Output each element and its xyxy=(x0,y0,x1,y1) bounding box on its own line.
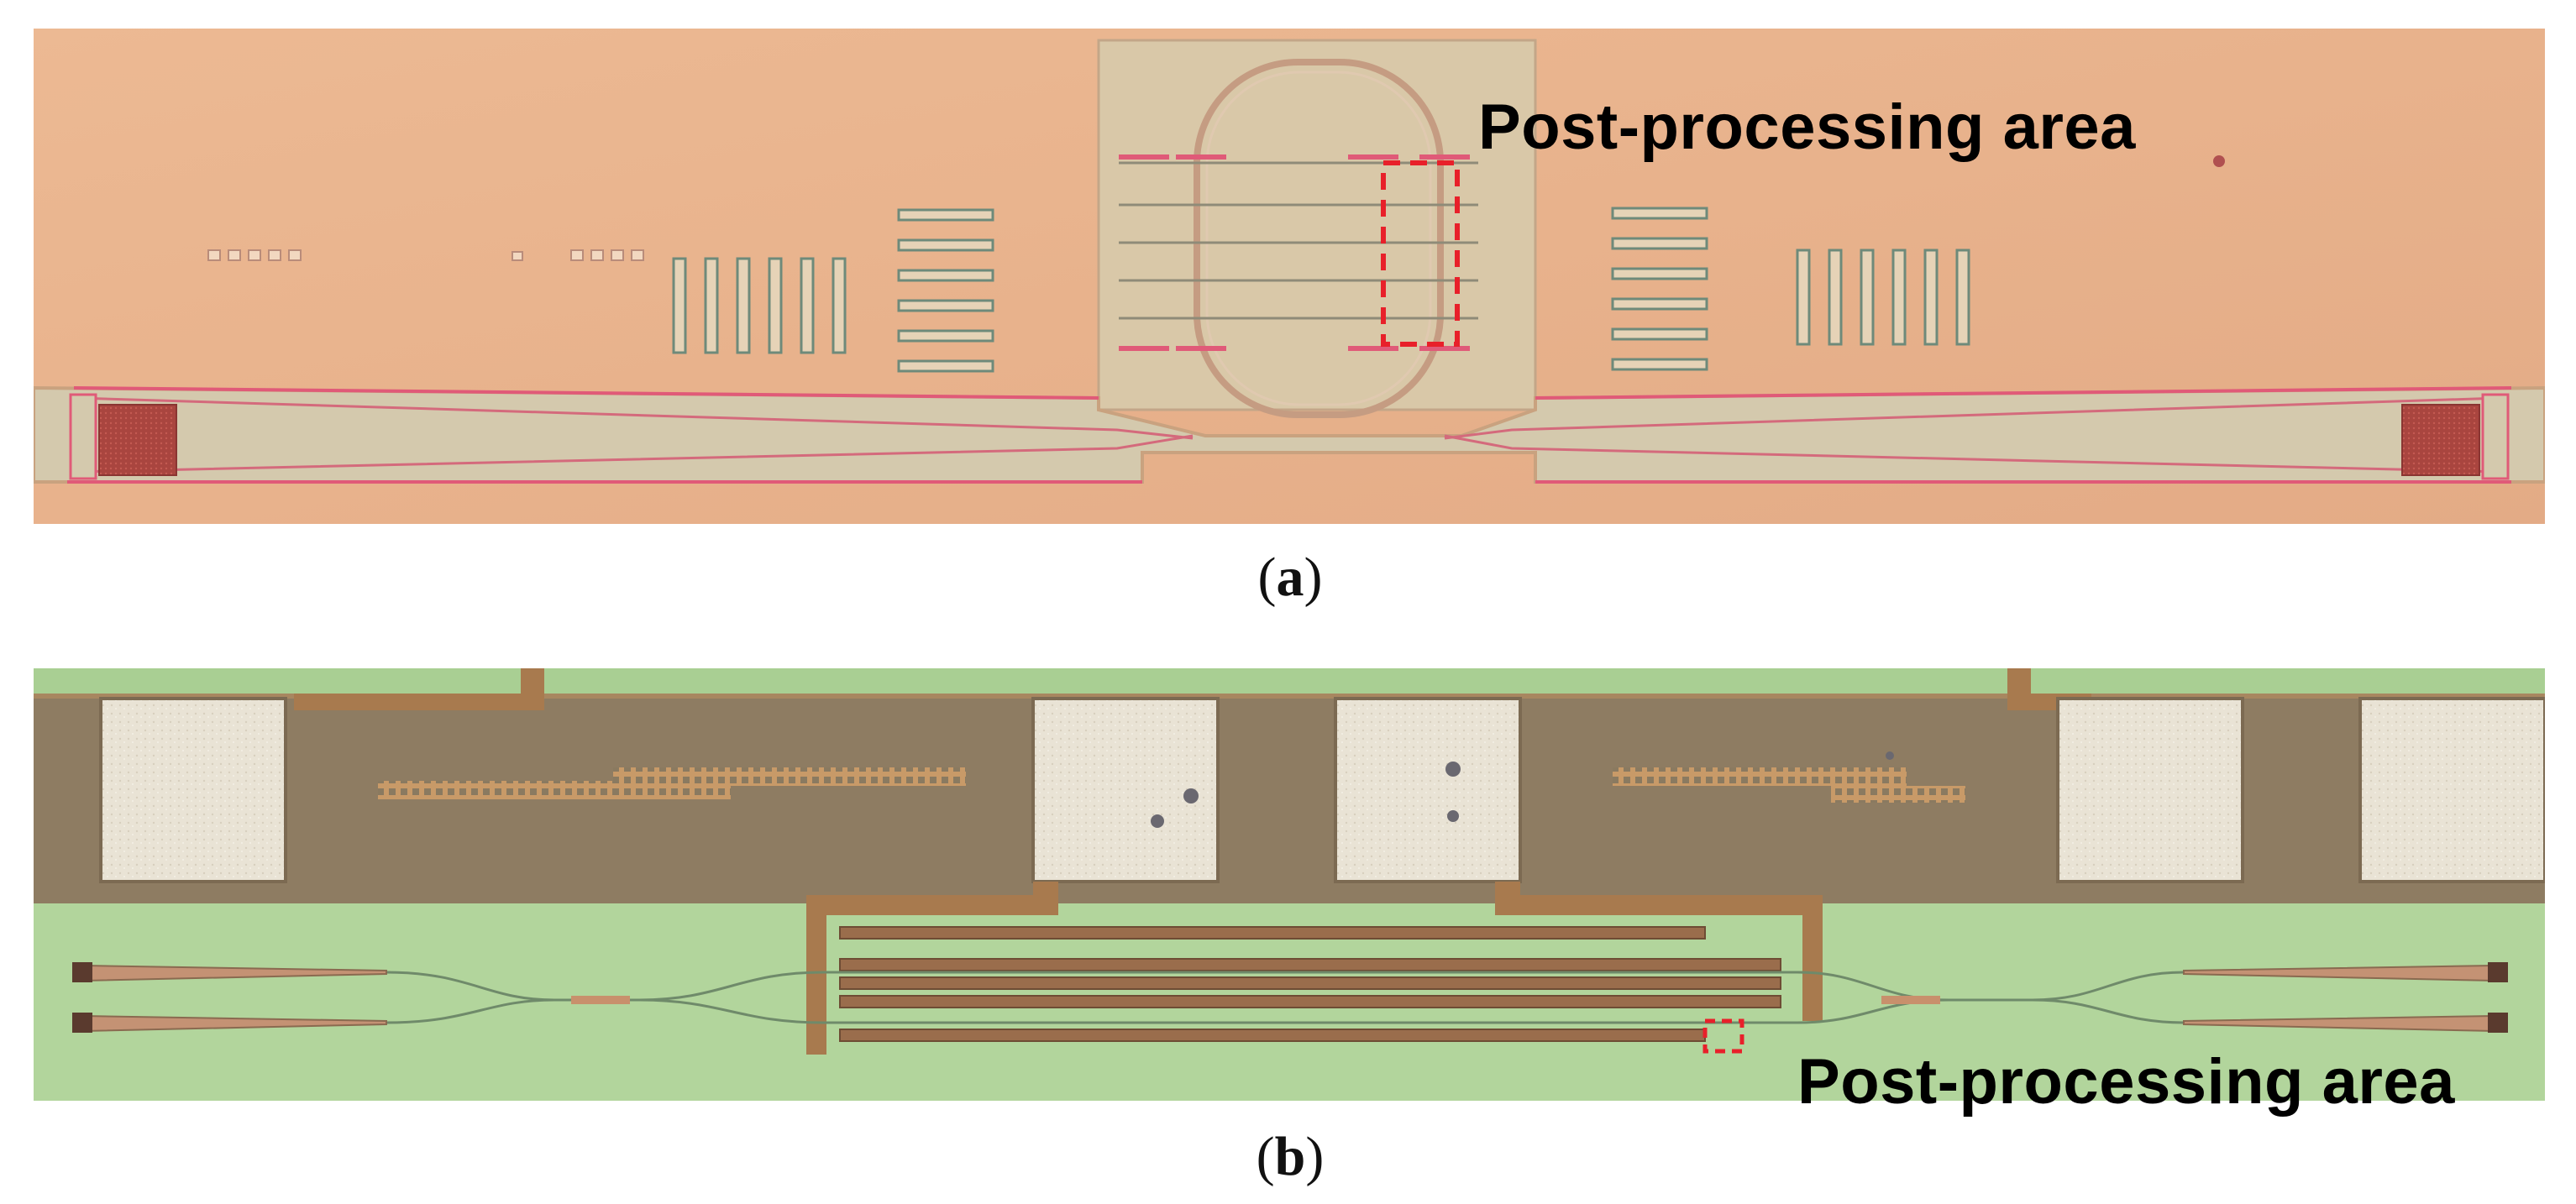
ring-resonator xyxy=(1194,59,1444,418)
post-processing-box-b xyxy=(1702,1018,1744,1054)
taper-waveguides xyxy=(76,396,2502,474)
heater-frame xyxy=(806,882,1823,1055)
heater-strips xyxy=(839,926,1781,1042)
bar-array-right xyxy=(1796,249,1970,346)
pad-left xyxy=(98,404,177,476)
panel-a-micrograph xyxy=(34,29,2545,524)
caption-b-letter: b xyxy=(1274,1126,1306,1187)
meander-left-1 xyxy=(378,781,622,799)
bond-pad-5 xyxy=(2358,697,2545,883)
bar-array-left xyxy=(672,257,847,354)
grating-couplers xyxy=(83,964,2495,1033)
post-processing-label-b: Post-processing area xyxy=(1797,1046,2455,1118)
post-processing-box-a xyxy=(1381,160,1460,347)
meander-right-1 xyxy=(1613,767,1907,786)
central-block xyxy=(1097,39,1537,411)
test-dots-left xyxy=(207,249,644,261)
hbar-array-left xyxy=(897,208,994,373)
bond-pad-3 xyxy=(1334,697,1522,883)
caption-a-letter: a xyxy=(1276,547,1304,608)
meander-left-3 xyxy=(613,784,731,799)
bond-pad-4 xyxy=(2056,697,2244,883)
meander-left-2 xyxy=(613,767,966,786)
panel-b-image xyxy=(34,668,2545,1101)
comb-markers xyxy=(1119,154,1470,351)
caption-a: (a) xyxy=(1257,547,1323,608)
bond-pad-1 xyxy=(99,697,287,883)
caption-b: (b) xyxy=(1256,1126,1325,1187)
hbar-array-right xyxy=(1611,207,1708,371)
bond-pads xyxy=(99,697,2545,883)
panel-b-micrograph xyxy=(34,668,2545,1101)
meander-right-2 xyxy=(1831,786,1965,803)
pad-right xyxy=(2401,404,2480,476)
panel-a-image xyxy=(34,29,2545,524)
post-processing-label-a: Post-processing area xyxy=(1478,92,2136,163)
